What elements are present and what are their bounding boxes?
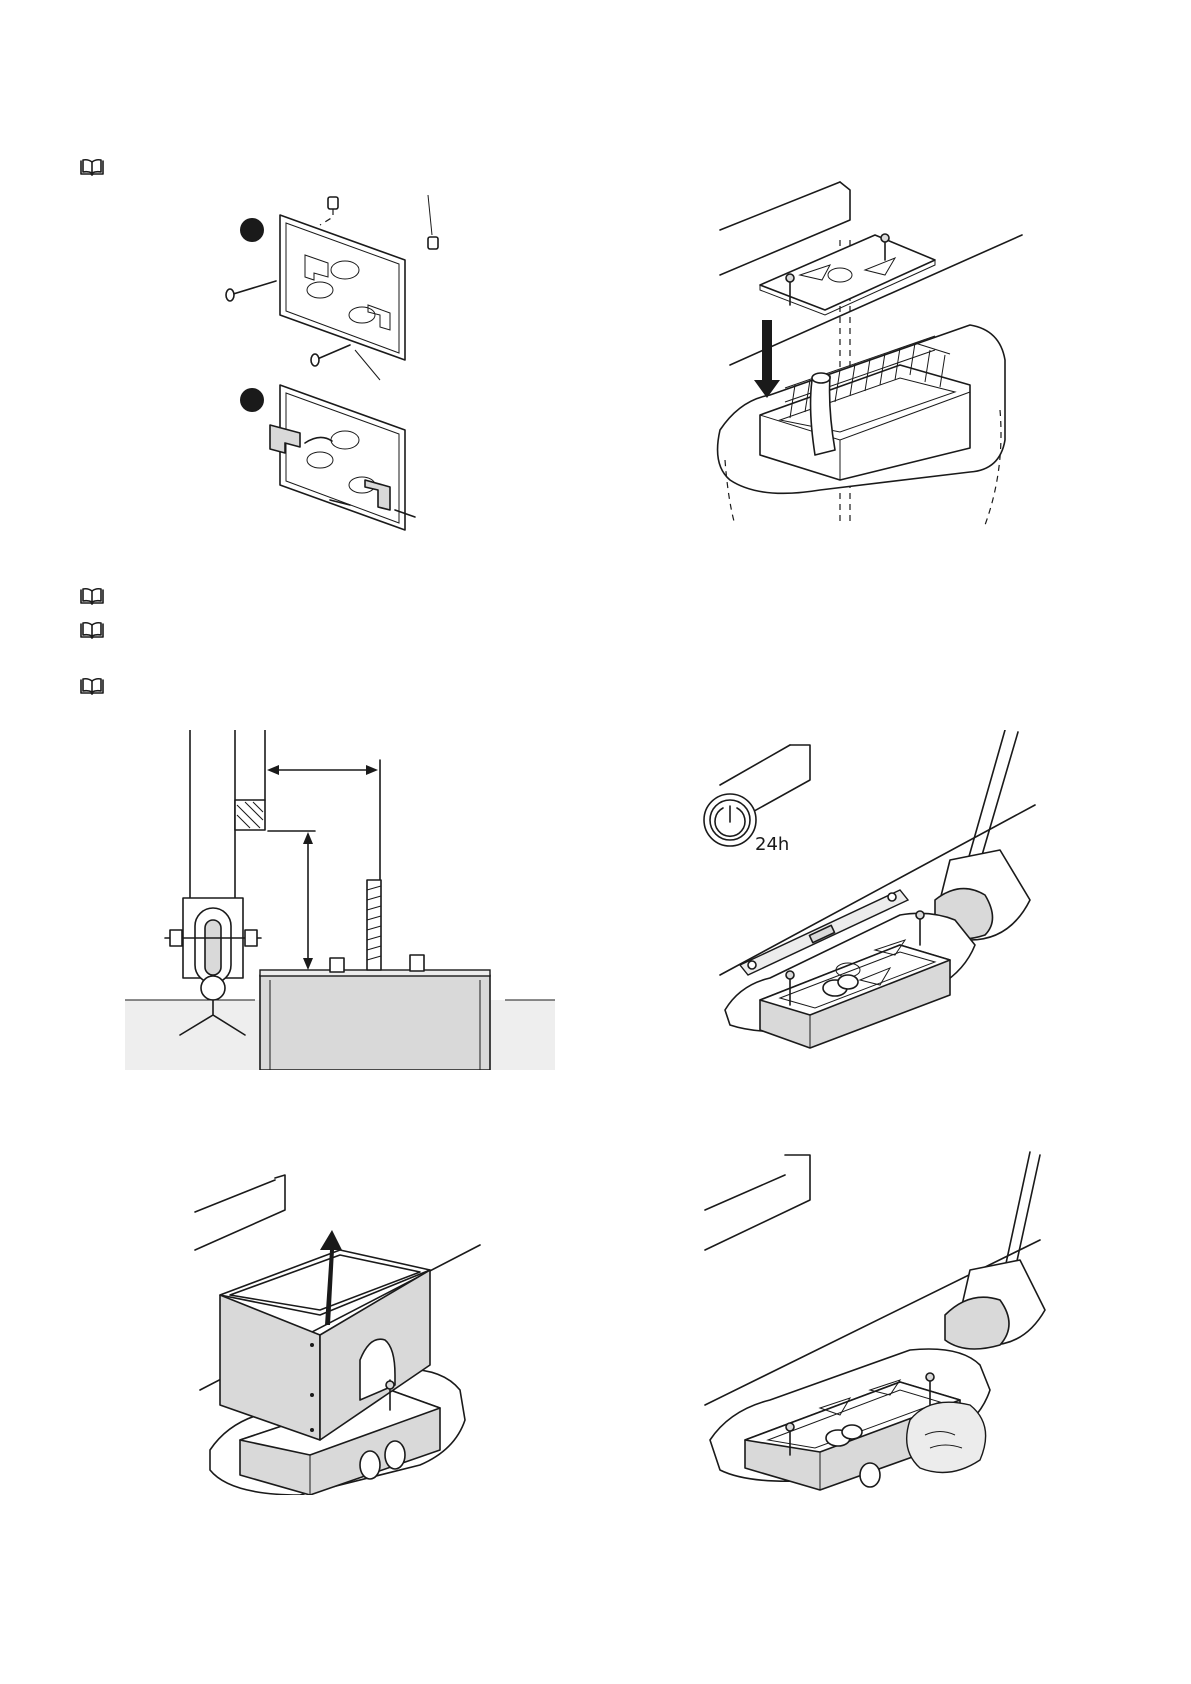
timer-label: 24h [755, 834, 789, 855]
backfill-figure [700, 1150, 1050, 1495]
open-book-icon [79, 587, 105, 605]
open-book-icon [79, 621, 105, 639]
concrete-pouring-figure: 24h [700, 730, 1040, 1070]
plate-assembly-figure [210, 185, 470, 540]
formwork-removal-figure [190, 1150, 510, 1495]
timer-icon [704, 794, 756, 846]
step-2-marker [240, 388, 264, 412]
cage-insertion-figure [700, 180, 1030, 525]
step-1-marker [240, 218, 264, 242]
height-measurement-figure [125, 730, 555, 1070]
open-book-icon [79, 677, 105, 695]
open-book-icon [79, 158, 105, 176]
